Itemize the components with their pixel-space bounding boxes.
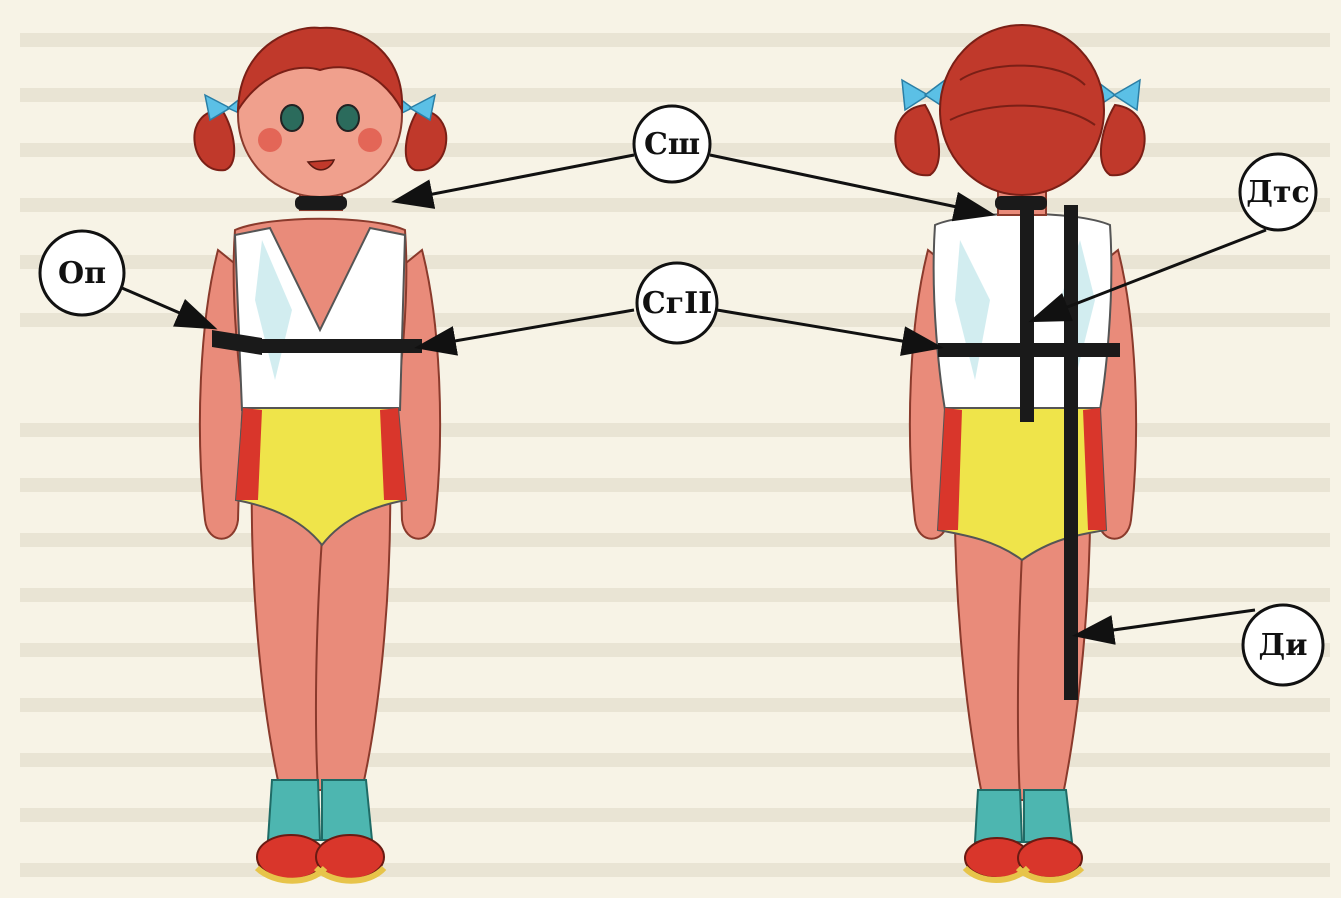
- back-figure: [895, 25, 1144, 880]
- label-back-waist: Дтс: [1246, 175, 1310, 210]
- label-length: Ди: [1259, 628, 1308, 663]
- callout-length: Ди: [1243, 605, 1323, 685]
- label-chest: СгII: [642, 286, 712, 321]
- label-neck: Сш: [644, 127, 700, 162]
- callout-back-waist: Дтс: [1240, 154, 1316, 230]
- front-figure: [194, 28, 446, 881]
- callout-chest: СгII: [637, 263, 717, 343]
- callout-shoulder: Оп: [40, 231, 124, 315]
- label-shoulder: Оп: [58, 256, 106, 291]
- arrow-length: [1078, 610, 1255, 635]
- callout-neck: Сш: [634, 106, 710, 182]
